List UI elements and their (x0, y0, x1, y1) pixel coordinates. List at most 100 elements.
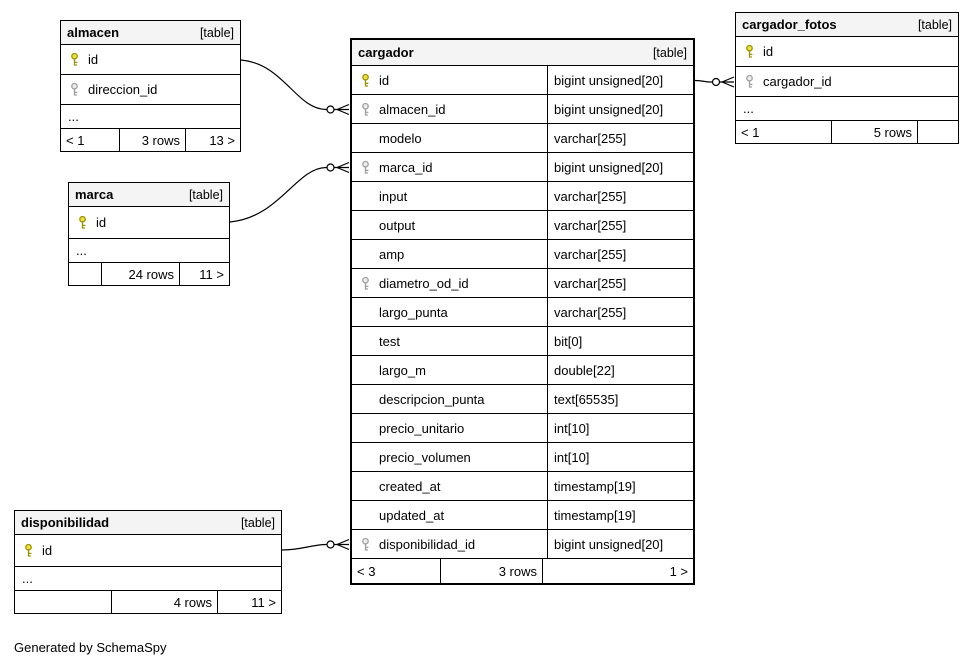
table-header[interactable]: almacen[table] (61, 21, 240, 45)
column-name-cell: output (352, 211, 548, 239)
footer-left-cell (15, 591, 111, 613)
footer-left-cell[interactable]: < 1 (741, 124, 760, 140)
foreign-key-icon (352, 537, 379, 552)
column-row-test[interactable]: test bit[0] (352, 327, 693, 356)
column-name: largo_m (379, 362, 426, 378)
generated-by-note: Generated by SchemaSpy (14, 640, 167, 655)
footer-right-cell (917, 121, 958, 143)
column-name: modelo (379, 130, 422, 146)
column-type: varchar[255] (554, 188, 627, 204)
table-header[interactable]: cargador_fotos[table] (736, 13, 958, 37)
column-row-diametro_od_id[interactable]: diametro_od_id varchar[255] (352, 269, 693, 298)
column-row-descripcion_punta[interactable]: descripcion_punta text[65535] (352, 385, 693, 414)
relation-cargador-to-cargador-fotos (694, 76, 735, 88)
footer-center-cell[interactable]: 5 rows (831, 121, 917, 143)
column-name: amp (379, 246, 405, 262)
footer-right-cell[interactable]: 11 > (217, 591, 281, 613)
column-name: almacen_id (379, 101, 446, 117)
zero-or-one-circle (326, 540, 335, 549)
hidden-columns-row[interactable]: ... (15, 567, 281, 591)
footer-center-cell[interactable]: 24 rows (101, 263, 179, 285)
column-name-cell: direccion_id (61, 75, 240, 104)
column-name-cell: descripcion_punta (352, 385, 548, 413)
footer-right-cell[interactable]: 1 > (542, 559, 693, 583)
column-name: descripcion_punta (379, 391, 485, 407)
column-name: created_at (379, 478, 441, 494)
column-type: bigint unsigned[20] (554, 159, 664, 175)
column-name: id (42, 543, 53, 558)
column-row-updated_at[interactable]: updated_at timestamp[19] (352, 501, 693, 530)
column-name-cell: amp (352, 240, 548, 268)
ellipsis-label: ... (743, 101, 754, 116)
column-name-cell: modelo (352, 124, 548, 152)
column-row-id[interactable]: id (15, 535, 281, 567)
table-header[interactable]: marca[table] (69, 183, 229, 207)
column-row-cargador_id[interactable]: cargador_id (736, 67, 958, 97)
column-name: precio_volumen (379, 449, 471, 465)
column-type: bigint unsigned[20] (554, 72, 664, 88)
zero-or-one-circle (326, 105, 335, 114)
column-type: varchar[255] (554, 275, 627, 291)
relation-disponibilidad-to-cargador (281, 538, 350, 551)
footer-left-cell (69, 263, 101, 285)
column-row-id[interactable]: id (61, 45, 240, 75)
footer-center-cell[interactable]: 3 rows (119, 129, 185, 151)
column-name: largo_punta (379, 304, 448, 320)
footer-left-cell[interactable]: < 1 (66, 132, 85, 148)
zero-or-one-circle (326, 163, 335, 172)
column-name-cell: id (69, 207, 229, 238)
footer-left-cell[interactable]: < 3 (357, 563, 376, 579)
hidden-columns-row[interactable]: ... (61, 105, 240, 129)
column-row-id[interactable]: id (69, 207, 229, 239)
ellipsis-label: ... (76, 243, 87, 258)
column-type: bit[0] (554, 333, 583, 349)
column-type: timestamp[19] (554, 507, 636, 523)
primary-key-icon (61, 52, 88, 67)
column-name-cell: id (736, 37, 958, 66)
column-row-direccion_id[interactable]: direccion_id (61, 75, 240, 105)
table-header[interactable]: disponibilidad [table] (15, 511, 281, 535)
footer-center-cell[interactable]: 3 rows (440, 559, 542, 583)
zero-or-one-circle (711, 77, 721, 87)
column-name: id (96, 215, 107, 230)
column-name-cell: largo_m (352, 356, 548, 384)
column-name-cell: created_at (352, 472, 548, 500)
table-header[interactable]: cargador[table] (352, 40, 693, 66)
table-type-tag: [table] (240, 515, 275, 530)
column-name: test (379, 333, 400, 349)
column-row-largo_punta[interactable]: largo_punta varchar[255] (352, 298, 693, 327)
hidden-columns-row[interactable]: ... (69, 239, 229, 263)
footer-right-cell[interactable]: 13 > (185, 129, 240, 151)
table-footer: < 1 5 rows (736, 121, 958, 143)
column-type: varchar[255] (554, 304, 627, 320)
column-type: text[65535] (554, 391, 619, 407)
column-type: int[10] (554, 420, 590, 436)
foreign-key-icon (736, 74, 763, 89)
hidden-columns-row[interactable]: ... (736, 97, 958, 121)
column-name-cell: diametro_od_id (352, 269, 548, 297)
table-name: disponibilidad (21, 515, 110, 530)
footer-center-cell[interactable]: 4 rows (111, 591, 217, 613)
foreign-key-icon (61, 82, 88, 97)
column-name-cell: updated_at (352, 501, 548, 529)
footer-right-cell[interactable]: 11 > (179, 263, 229, 285)
column-row-id[interactable]: id (736, 37, 958, 67)
